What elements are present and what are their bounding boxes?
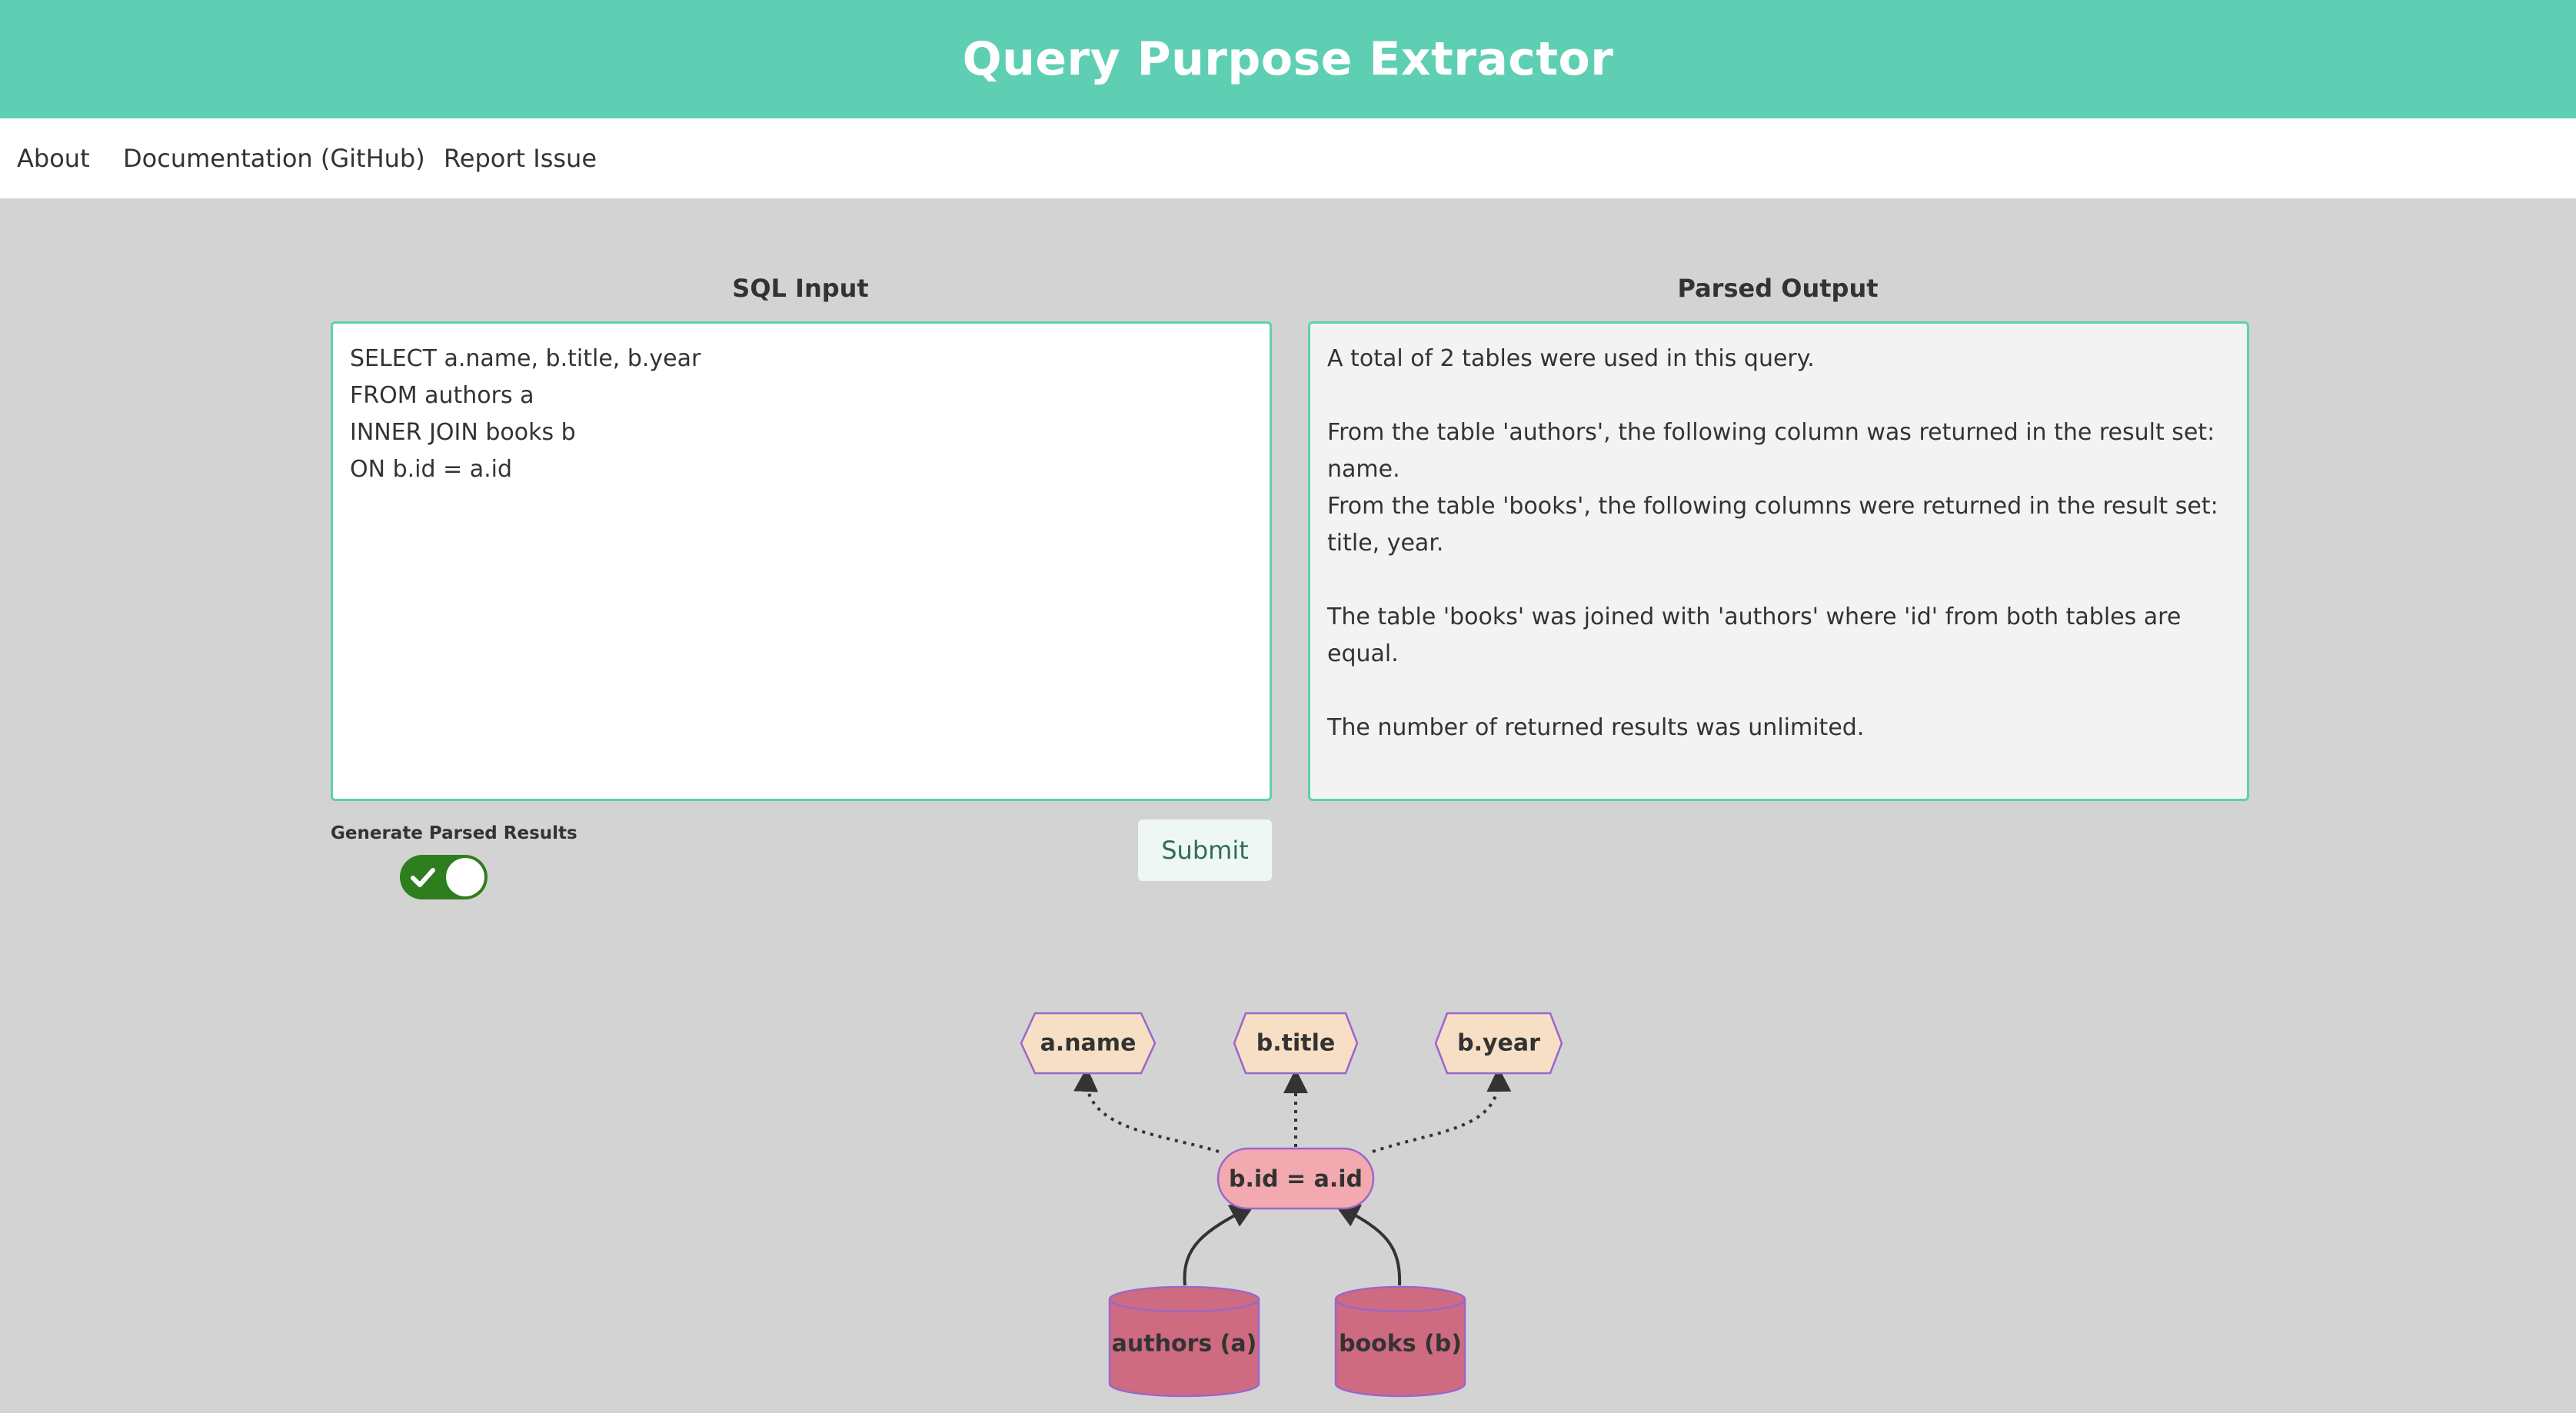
output-line: The number of returned results was unlim… xyxy=(1327,714,1865,741)
column-node-b-year: b.year xyxy=(1434,1012,1563,1075)
output-line: The table 'books' was joined with 'autho… xyxy=(1327,603,2188,667)
edge-books-to-join xyxy=(1334,1204,1402,1286)
checkmark-icon xyxy=(411,868,435,887)
submit-button[interactable]: Submit xyxy=(1138,820,1272,881)
join-node: b.id = a.id xyxy=(1216,1147,1375,1210)
output-line: A total of 2 tables were used in this qu… xyxy=(1327,345,1815,372)
column-node-label: b.title xyxy=(1256,1030,1335,1057)
output-spacer xyxy=(1327,562,2230,599)
sql-input-textarea[interactable] xyxy=(331,321,1272,801)
query-diagram: a.name b.title b.year b.id = a.id author… xyxy=(1020,1012,1563,1398)
parsed-output-title: Parsed Output xyxy=(1677,274,1879,303)
output-line: From the table 'authors', the following … xyxy=(1327,419,2222,483)
app-title: Query Purpose Extractor xyxy=(962,32,1614,86)
nav-documentation-link[interactable]: Documentation (GitHub) xyxy=(123,144,425,173)
edge-join-to-a-name xyxy=(1073,1067,1220,1153)
column-node-label: a.name xyxy=(1040,1030,1137,1057)
edge-join-to-b-year xyxy=(1372,1067,1512,1153)
sql-input-title: SQL Input xyxy=(732,274,869,303)
parsed-output-box: A total of 2 tables were used in this qu… xyxy=(1308,321,2249,801)
column-node-label: b.year xyxy=(1457,1030,1540,1057)
generate-parsed-results-label: Generate Parsed Results xyxy=(331,823,577,843)
table-node-label: books (b) xyxy=(1339,1331,1462,1358)
nav-about-link[interactable]: About xyxy=(17,144,90,173)
table-node-authors: authors (a) xyxy=(1108,1285,1260,1398)
edge-authors-to-join xyxy=(1183,1204,1256,1286)
output-line: From the table 'books', the following co… xyxy=(1327,493,2226,557)
app-header: Query Purpose Extractor xyxy=(0,0,2576,118)
column-node-b-title: b.title xyxy=(1233,1012,1359,1075)
generate-parsed-results-toggle[interactable] xyxy=(400,855,488,899)
output-spacer xyxy=(1327,377,2230,414)
top-nav: About Documentation (GitHub) Report Issu… xyxy=(0,118,2576,198)
table-node-label: authors (a) xyxy=(1112,1331,1257,1358)
toggle-knob xyxy=(446,858,484,896)
table-node-books: books (b) xyxy=(1334,1285,1466,1398)
join-node-label: b.id = a.id xyxy=(1229,1166,1363,1193)
column-node-a-name: a.name xyxy=(1020,1012,1157,1075)
nav-report-issue-link[interactable]: Report Issue xyxy=(444,144,597,173)
output-spacer xyxy=(1327,673,2230,710)
